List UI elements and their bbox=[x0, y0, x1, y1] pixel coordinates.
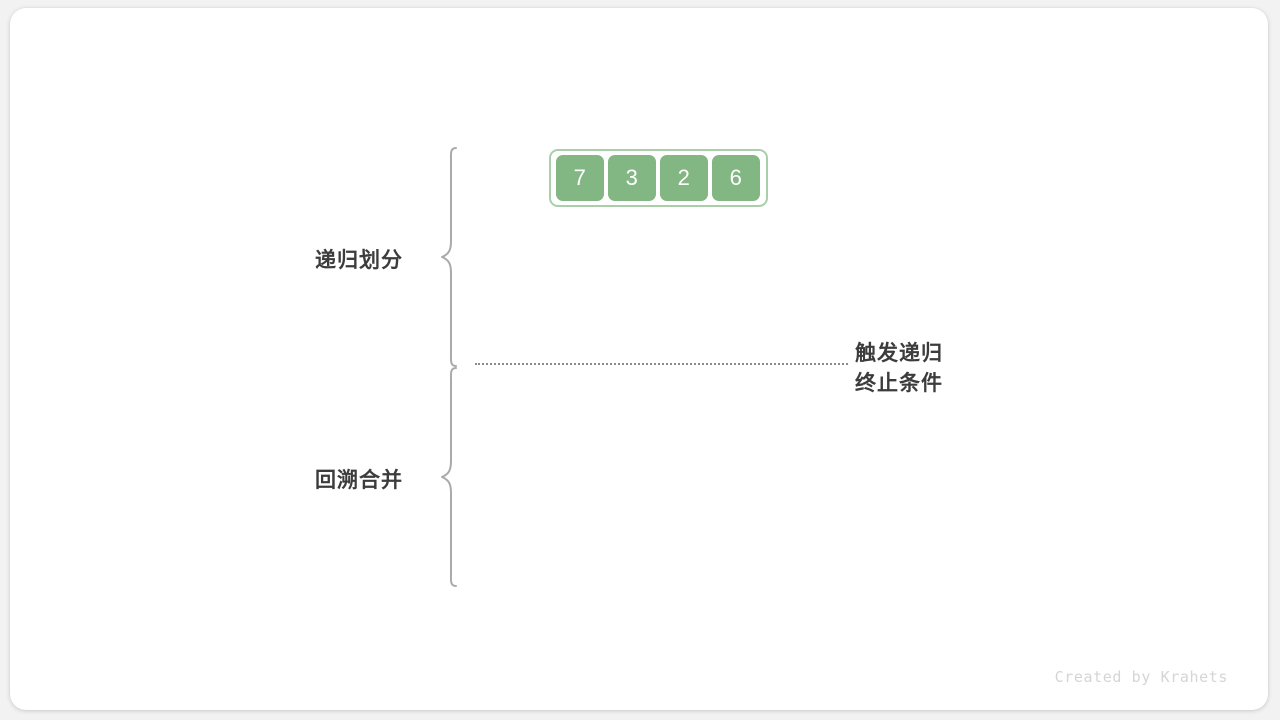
base-case-annotation-line1: 触发递归 bbox=[855, 342, 943, 365]
watermark: Created by Krahets bbox=[1054, 668, 1228, 686]
array-cell: 3 bbox=[608, 155, 656, 201]
brace-merge-icon bbox=[441, 367, 457, 587]
base-case-divider bbox=[475, 363, 848, 365]
brace-divide-icon bbox=[441, 147, 457, 367]
array-cell: 6 bbox=[712, 155, 760, 201]
input-array: 7 3 2 6 bbox=[549, 149, 768, 207]
figure-card: 7 3 2 6 递归划分 触发递归 终止条件 回溯合并 Created by K… bbox=[10, 8, 1268, 710]
array-cell: 7 bbox=[556, 155, 604, 201]
base-case-annotation-line2: 终止条件 bbox=[855, 372, 943, 395]
array-cell: 2 bbox=[660, 155, 708, 201]
section-label-merge: 回溯合并 bbox=[315, 469, 403, 492]
base-case-annotation: 触发递归 终止条件 bbox=[855, 339, 943, 399]
section-label-divide: 递归划分 bbox=[315, 249, 403, 272]
